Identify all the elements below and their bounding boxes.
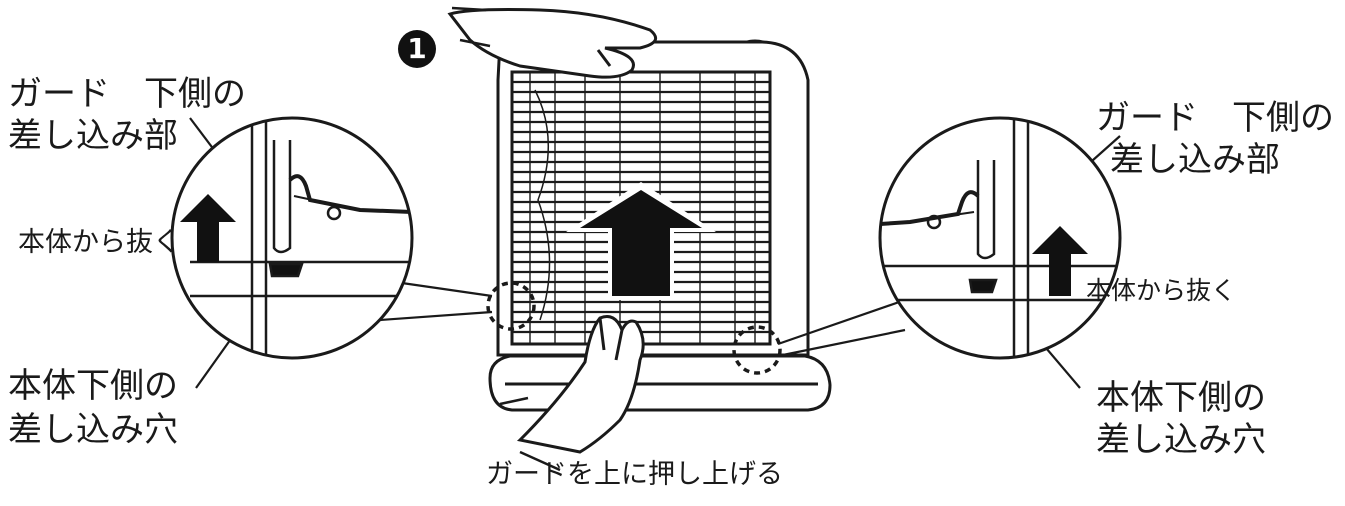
- big-up-arrow: [566, 182, 716, 300]
- bottom-hand: [516, 315, 645, 454]
- label-pull-from-body-left: 本体から抜く: [18, 227, 180, 258]
- left-zoom-detail: [170, 116, 414, 360]
- label-guard-bottom-insert-right-line1: ガード 下側の: [1096, 98, 1334, 138]
- label-push-guard-up: ガードを上に押し上げる: [486, 459, 783, 490]
- right-insert-point-marker: [732, 325, 782, 375]
- left-pull-arrow: [180, 194, 236, 262]
- label-guard-bottom-insert-right-line2: 差し込み部: [1110, 140, 1280, 180]
- label-guard-bottom-insert-left-line1: ガード 下側の: [8, 74, 246, 114]
- top-hand: [447, 8, 658, 79]
- label-guard-bottom-insert-left-line2: 差し込み部: [8, 116, 178, 156]
- label-body-bottom-hole-left-line1: 本体下側の: [8, 366, 178, 406]
- left-insert-point-marker: [486, 281, 536, 331]
- label-body-bottom-hole-right-line2: 差し込み穴: [1096, 420, 1266, 460]
- label-body-bottom-hole-left-line2: 差し込み穴: [8, 410, 178, 450]
- label-body-bottom-hole-right-line1: 本体下側の: [1096, 378, 1266, 418]
- label-pull-from-body-right: 本体から抜く: [1086, 276, 1237, 305]
- right-zoom-detail: [878, 116, 1122, 360]
- right-pull-arrow: [1032, 226, 1088, 296]
- step-number-badge: 1: [398, 30, 436, 68]
